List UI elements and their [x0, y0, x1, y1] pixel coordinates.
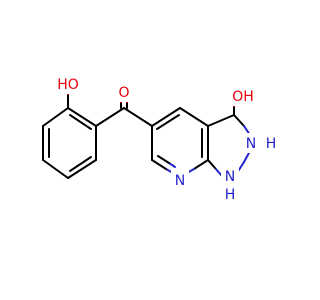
atom-label-nitrogen-1: N: [225, 169, 235, 185]
molecule-structure: HO O OH N N H N H: [42, 74, 277, 203]
atom-label-hydrogen-2: H: [266, 136, 277, 152]
bond: [193, 159, 209, 170]
bond: [207, 159, 216, 169]
bond: [214, 167, 223, 177]
bonds: [42, 85, 251, 179]
atom-label-nitrogen-2: N: [246, 136, 256, 152]
bond: [69, 156, 92, 172]
bond: [233, 114, 245, 127]
atom-label-phenol-hydroxyl: HO: [57, 77, 79, 93]
bond: [123, 107, 153, 127]
bond: [69, 114, 92, 130]
bond: [157, 155, 170, 164]
bond: [95, 107, 125, 127]
bond: [156, 114, 180, 130]
bond: [42, 159, 69, 179]
bond: [207, 114, 235, 127]
bond: [42, 107, 69, 127]
bond: [179, 107, 209, 127]
bond: [151, 107, 181, 127]
atom-label-pyridine-nitrogen: N: [175, 173, 185, 189]
bond: [151, 159, 167, 170]
atom-label-hydrogen-1: H: [225, 187, 236, 203]
atom-label-ketone-oxygen: O: [118, 85, 129, 101]
atom-label-ring-hydroxyl: OH: [232, 89, 254, 105]
bond: [67, 159, 97, 179]
bond: [168, 162, 176, 168]
bond: [67, 107, 97, 127]
atom-labels: HO O OH N N H N H: [51, 74, 276, 203]
